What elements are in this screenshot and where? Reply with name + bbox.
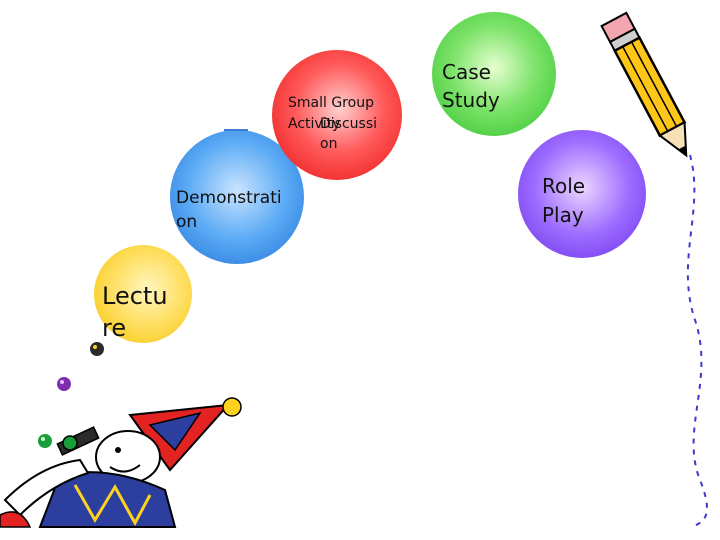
demonstration-bubble [170, 130, 304, 264]
case-study-bubble [432, 12, 556, 136]
jester-party-icon [0, 397, 242, 528]
juggling-ball-2 [57, 377, 71, 391]
case-study-label-line1: Case [442, 60, 491, 84]
lecture-label-line1: Lectu [102, 282, 168, 310]
small-group-label-line1: Small Group [288, 95, 374, 111]
juggling-ball-3 [38, 434, 52, 448]
pencil-icon [600, 11, 688, 158]
decorative-bar [224, 129, 248, 131]
demonstration-label-line1: Demonstrati [176, 188, 282, 208]
lecture-bubble [94, 245, 192, 343]
small-group-bubble [272, 50, 402, 180]
small-group-label-line3: on [320, 136, 338, 152]
demonstration-label-line2: on [176, 212, 198, 232]
small-group-label-discussion: Discussi [320, 116, 378, 132]
role-play-bubble [518, 130, 646, 258]
role-play-label-line1: Role [542, 174, 586, 198]
role-play-label-line2: Play [542, 203, 584, 227]
small-group-label-activity: Activity [288, 116, 341, 132]
juggling-ball-1 [90, 342, 104, 356]
case-study-label-line2: Study [442, 88, 500, 112]
lecture-label-line2: re [102, 314, 127, 342]
dashed-trail [686, 154, 708, 531]
